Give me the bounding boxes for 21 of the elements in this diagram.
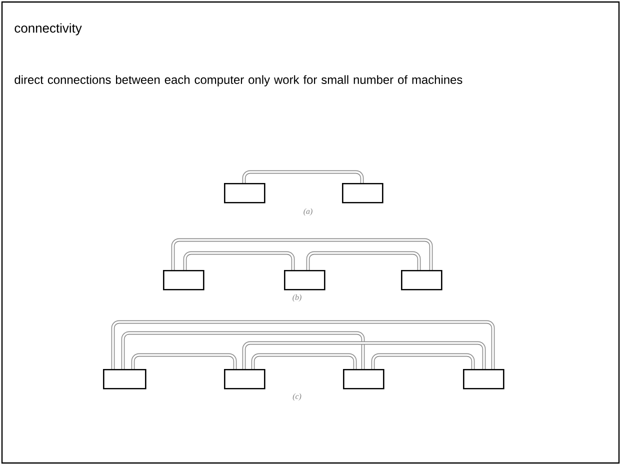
computer-box	[401, 270, 442, 290]
computer-box	[284, 270, 326, 290]
cable-line	[242, 341, 486, 369]
cable-line	[121, 331, 365, 369]
cable-line	[371, 353, 475, 369]
computer-box	[224, 182, 266, 204]
title: connectivity	[14, 23, 82, 36]
cable-line	[131, 353, 237, 369]
cable-line	[242, 170, 364, 183]
cable-line	[111, 320, 495, 369]
computer-box	[343, 369, 384, 390]
cable-line	[251, 353, 357, 369]
computer-box	[224, 369, 266, 390]
caption: direct connections between each computer only work for small number of machines	[14, 75, 462, 86]
cable-line	[171, 238, 433, 270]
computer-box	[342, 182, 384, 204]
computer-box	[463, 369, 504, 390]
computer-box	[163, 270, 204, 290]
cable-line	[183, 251, 295, 270]
computer-box	[103, 369, 146, 390]
cable-line	[306, 251, 421, 270]
